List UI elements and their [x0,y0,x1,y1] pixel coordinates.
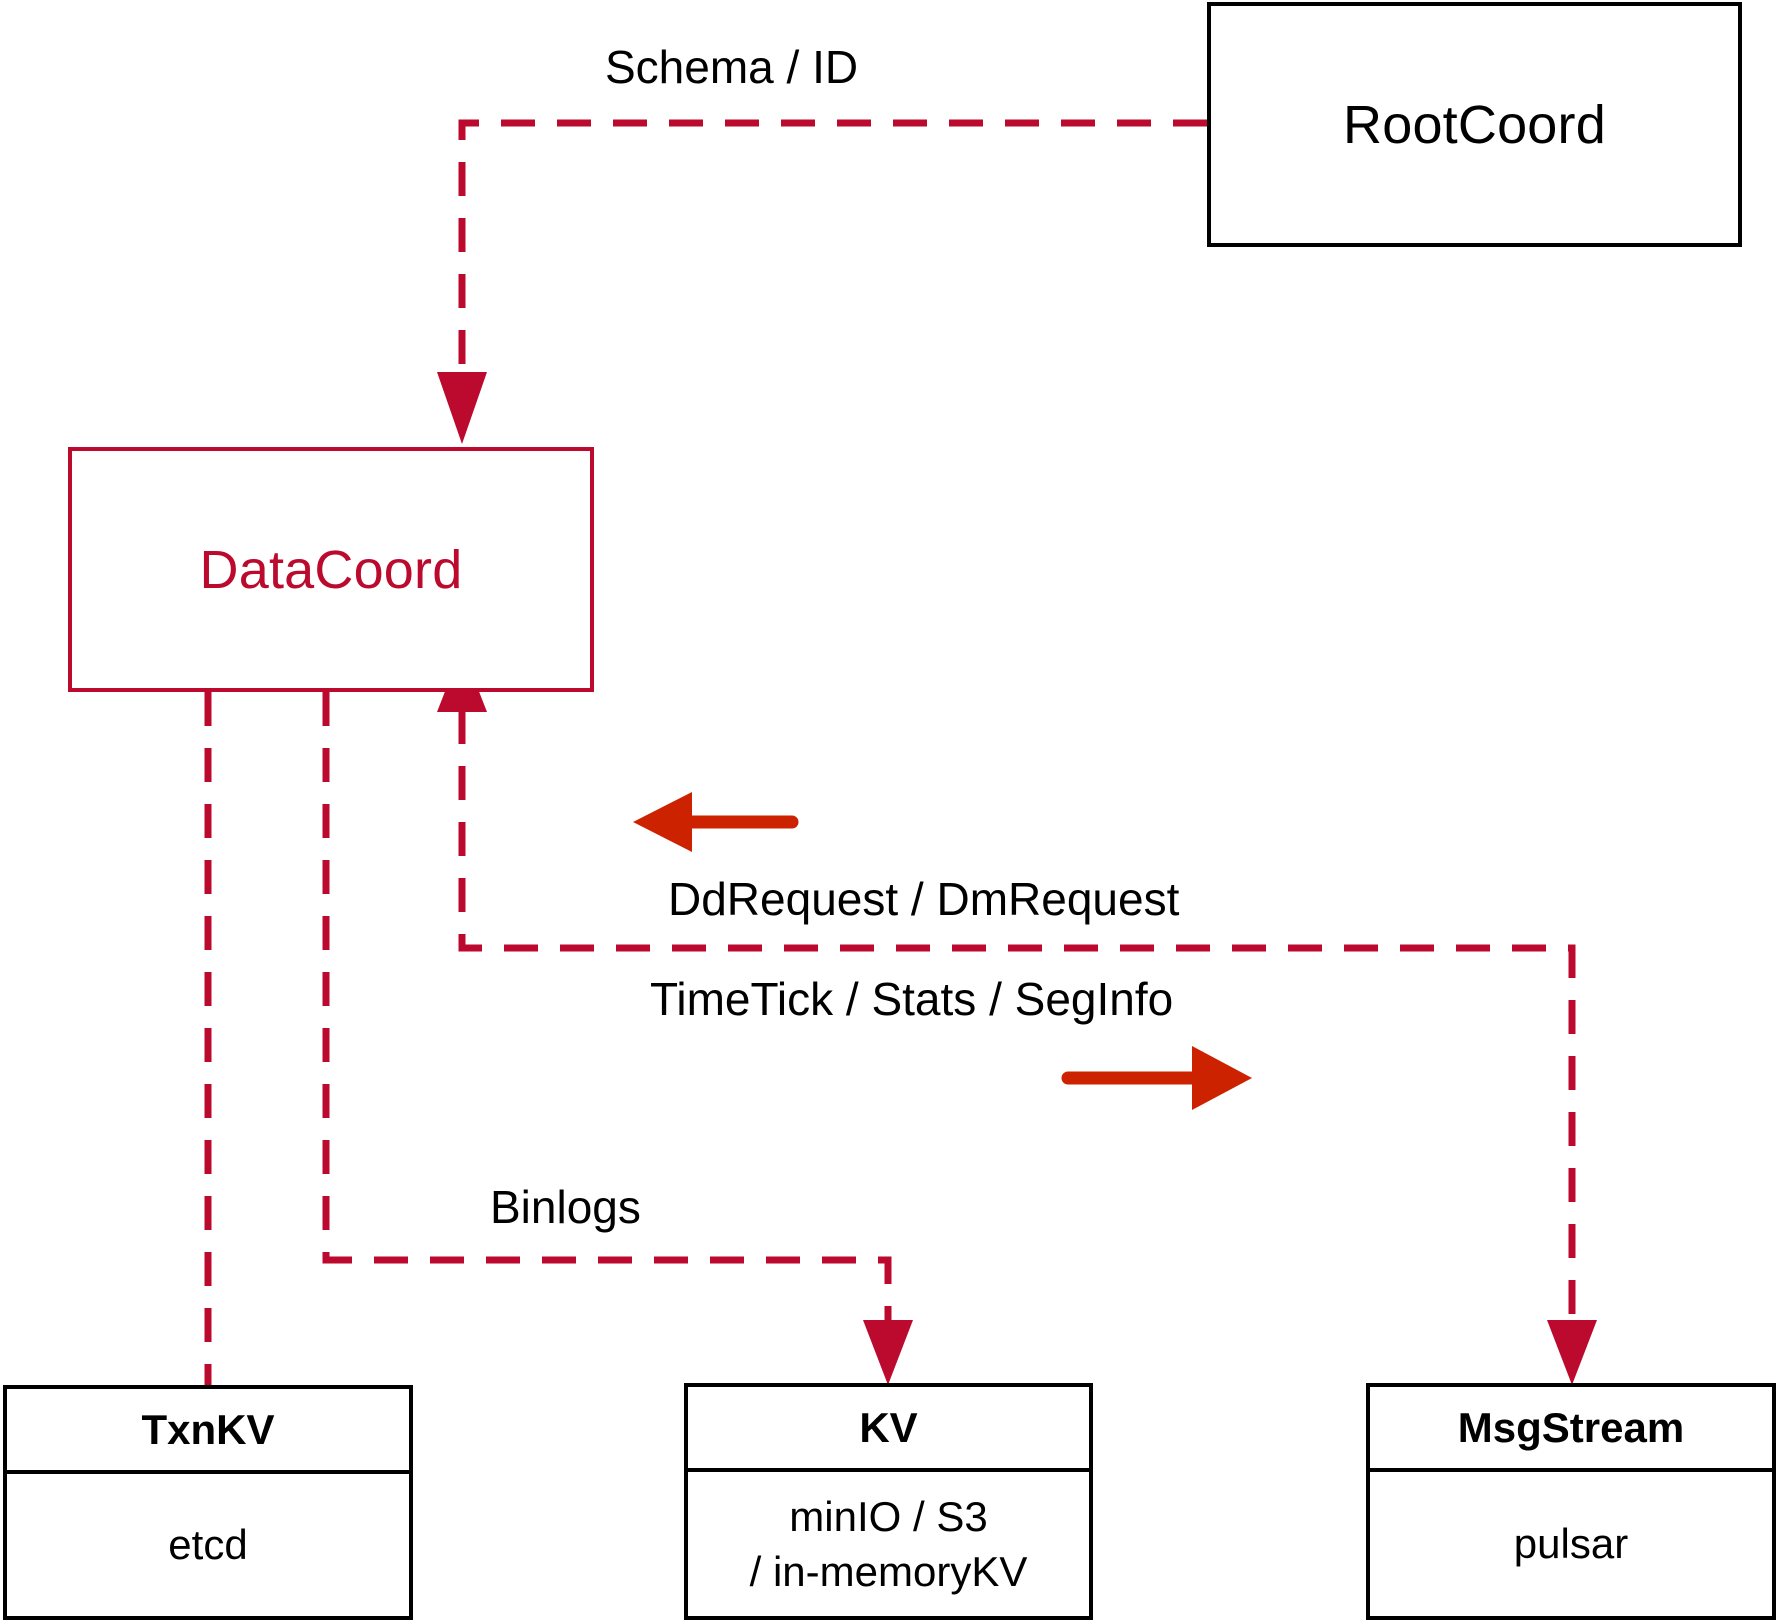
node-datacoord[interactable]: DataCoord [68,447,594,692]
node-kv-line-2: / in-memoryKV [749,1548,1028,1595]
node-txnkv-title: TxnKV [7,1389,409,1474]
edge-label-binlogs: Binlogs [490,1181,641,1233]
node-msgstream-body: pulsar [1370,1472,1772,1616]
node-kv-title: KV [688,1387,1089,1472]
edge-schema-id [437,119,1207,444]
edge-label-dd-dm-request: DdRequest / DmRequest [668,873,1180,925]
node-msgstream[interactable]: MsgStream pulsar [1366,1383,1776,1620]
node-txnkv[interactable]: TxnKV etcd [3,1385,413,1620]
node-kv[interactable]: KV minIO / S3 / in-memoryKV [684,1383,1093,1620]
node-datacoord-label: DataCoord [199,539,463,600]
node-rootcoord[interactable]: RootCoord [1207,2,1742,247]
direction-arrow-left-icon [633,792,799,852]
edge-label-timetick-stats-seginfo: TimeTick / Stats / SegInfo [650,973,1174,1025]
node-msgstream-title: MsgStream [1370,1387,1772,1472]
edge-label-schema-id: Schema / ID [605,41,859,93]
node-rootcoord-label: RootCoord [1343,94,1606,155]
node-kv-line-1: minIO / S3 [789,1492,988,1540]
node-txnkv-body: etcd [7,1474,409,1616]
node-kv-body: minIO / S3 / in-memoryKV [688,1472,1089,1616]
edge-binlogs [322,692,913,1385]
node-msgstream-line-1: pulsar [1513,1520,1629,1568]
direction-arrow-right-icon [1061,1046,1252,1110]
node-txnkv-line-1: etcd [168,1521,248,1569]
